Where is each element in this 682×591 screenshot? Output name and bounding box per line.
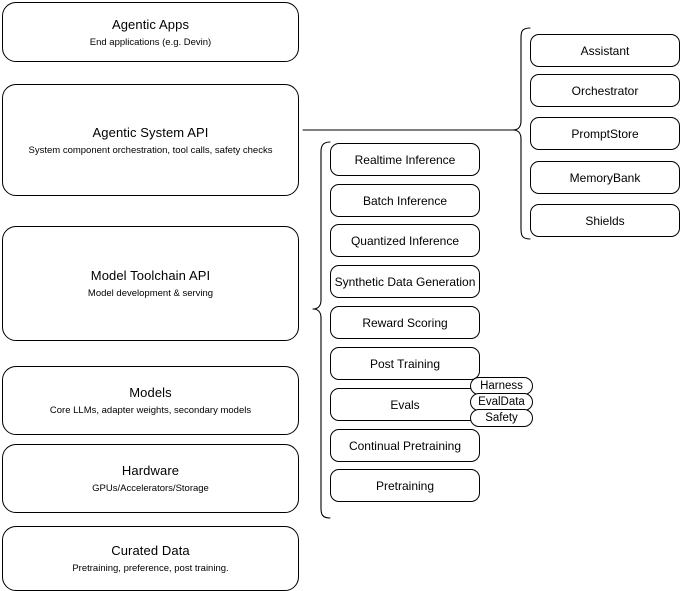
- brace-system-components: [512, 27, 531, 240]
- layer-title: Model Toolchain API: [90, 268, 211, 283]
- component-shields[interactable]: Shields: [530, 204, 680, 237]
- component-label: MemoryBank: [569, 170, 641, 185]
- capability-label: Continual Pretraining: [348, 438, 462, 453]
- eval-pill-label: EvalData: [478, 396, 525, 408]
- component-label: Shields: [585, 213, 625, 228]
- capability-synthetic-data-generation[interactable]: Synthetic Data Generation: [330, 265, 480, 298]
- component-promptstore[interactable]: PromptStore: [530, 117, 680, 150]
- capability-reward-scoring[interactable]: Reward Scoring: [330, 306, 480, 339]
- layer-card-agentic-system-api[interactable]: Agentic System API System component orch…: [2, 84, 299, 196]
- layer-subtitle: Pretraining, preference, post training.: [72, 563, 229, 574]
- layer-title: Hardware: [121, 463, 180, 478]
- eval-pill-label: Harness: [480, 380, 523, 392]
- layer-subtitle: System component orchestration, tool cal…: [28, 144, 273, 156]
- layer-title: Curated Data: [111, 543, 190, 558]
- component-orchestrator[interactable]: Orchestrator: [530, 74, 680, 107]
- capability-pretraining[interactable]: Pretraining: [330, 469, 480, 502]
- layer-card-model-toolchain-api[interactable]: Model Toolchain API Model development & …: [2, 226, 299, 341]
- component-label: PromptStore: [571, 126, 639, 141]
- layer-subtitle: Model development & serving: [87, 288, 214, 299]
- eval-pill-label: Safety: [485, 412, 518, 424]
- layer-title: Agentic Apps: [111, 16, 190, 32]
- capability-continual-pretraining[interactable]: Continual Pretraining: [330, 429, 480, 462]
- eval-pill-safety[interactable]: Safety: [470, 409, 533, 427]
- capability-label: Synthetic Data Generation: [334, 274, 476, 289]
- capability-label: Batch Inference: [362, 193, 448, 208]
- capability-evals[interactable]: Evals: [330, 388, 480, 421]
- capability-post-training[interactable]: Post Training: [330, 347, 480, 380]
- component-label: Orchestrator: [571, 83, 639, 98]
- capability-label: Realtime Inference: [354, 152, 456, 167]
- layer-subtitle: GPUs/Accelerators/Storage: [92, 483, 209, 494]
- layer-card-agentic-apps[interactable]: Agentic Apps End applications (e.g. Devi…: [2, 2, 299, 62]
- capability-batch-inference[interactable]: Batch Inference: [330, 184, 480, 217]
- layer-subtitle: Core LLMs, adapter weights, secondary mo…: [49, 405, 252, 416]
- capability-quantized-inference[interactable]: Quantized Inference: [330, 224, 480, 257]
- layer-card-curated-data[interactable]: Curated Data Pretraining, preference, po…: [2, 526, 299, 591]
- layer-card-models[interactable]: Models Core LLMs, adapter weights, secon…: [2, 366, 299, 435]
- capability-label: Evals: [390, 397, 420, 412]
- component-memorybank[interactable]: MemoryBank: [530, 161, 680, 194]
- layer-title: Models: [129, 385, 172, 400]
- component-label: Assistant: [580, 43, 630, 58]
- layer-subtitle: End applications (e.g. Devin): [89, 36, 212, 48]
- layer-card-hardware[interactable]: Hardware GPUs/Accelerators/Storage: [2, 444, 299, 513]
- layer-title: Agentic System API: [92, 124, 209, 140]
- capability-realtime-inference[interactable]: Realtime Inference: [330, 143, 480, 176]
- capability-label: Reward Scoring: [362, 315, 448, 330]
- capability-label: Quantized Inference: [350, 233, 460, 248]
- capability-label: Post Training: [369, 356, 441, 371]
- capability-label: Pretraining: [375, 478, 435, 493]
- component-assistant[interactable]: Assistant: [530, 34, 680, 67]
- brace-toolchain-capabilities: [312, 141, 331, 519]
